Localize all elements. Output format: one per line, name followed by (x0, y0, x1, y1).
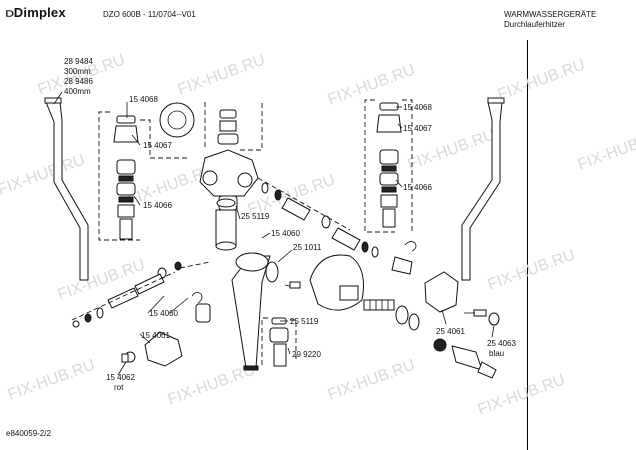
watermark: FIX-HUB.RU (326, 61, 418, 108)
wall-flange (309, 254, 497, 379)
label-blau: blau (489, 349, 504, 358)
label-rot: rot (114, 383, 124, 392)
shower-handset (231, 252, 301, 371)
part-labels: 28 9484 300mm 28 9486 400mm 15 4068 15 4… (64, 57, 516, 392)
left-handle-parts (121, 292, 211, 367)
label-154062: 15 4062 (106, 373, 135, 382)
watermark: FIX-HUB.RU (486, 246, 578, 293)
leader-lines (53, 91, 495, 376)
watermark: FIX-HUB.RU (496, 56, 588, 103)
label-255119-top: 25 5119 (241, 212, 270, 221)
watermark: FIX-HUB.RU (576, 126, 636, 173)
label-255119-low: 25 5119 (290, 317, 319, 326)
label-254061: 25 4061 (436, 327, 465, 336)
category-title: WARMWASSERGERÄTE (504, 10, 597, 19)
label-154067-right: 15 4067 (403, 124, 432, 133)
label-289486: 28 9486 (64, 77, 93, 86)
label-251011: 25 1011 (293, 243, 322, 252)
watermark-layer: FIX-HUB.RU FIX-HUB.RU FIX-HUB.RU FIX-HUB… (0, 51, 636, 418)
lower-nozzle-parts (261, 317, 297, 367)
subcategory-title: Durchlauferhitzer (504, 20, 565, 29)
watermark: FIX-HUB.RU (6, 356, 98, 403)
watermark: FIX-HUB.RU (476, 371, 568, 418)
label-154066-left: 15 4066 (143, 201, 172, 210)
watermark: FIX-HUB.RU (326, 356, 418, 403)
label-254063: 25 4063 (487, 339, 516, 348)
label-154068-left: 15 4068 (129, 95, 158, 104)
watermark: FIX-HUB.RU (406, 126, 498, 173)
label-154066-right: 15 4066 (403, 183, 432, 192)
watermark: FIX-HUB.RU (0, 151, 87, 198)
label-154067-left: 15 4067 (143, 141, 172, 150)
label-154060-left: 15 4060 (149, 309, 178, 318)
dimplex-logo-icon: ⫐ (6, 5, 14, 20)
footer-document-id: e840059-2/2 (6, 429, 51, 438)
label-289484: 28 9484 (64, 57, 93, 66)
margin-divider (527, 40, 528, 450)
right-valve-stack (364, 99, 413, 233)
label-154068-right: 15 4068 (403, 103, 432, 112)
label-154060-mid: 15 4060 (271, 229, 300, 238)
right-handle-parts (424, 271, 500, 326)
label-154061-left: 15 4061 (141, 331, 170, 340)
left-valve-stack (98, 111, 190, 241)
escutcheon-plate (159, 102, 195, 138)
mixer-body (199, 102, 263, 211)
lower-nipple (215, 198, 237, 251)
left-riser-pipe (44, 97, 89, 281)
watermark: FIX-HUB.RU (176, 51, 268, 98)
left-spindle-assembly (71, 261, 211, 328)
label-400mm: 400mm (64, 87, 91, 96)
diagonal-spindle-assembly (257, 177, 417, 275)
label-299220: 29 9220 (292, 350, 321, 359)
right-riser-pipe (461, 97, 505, 281)
brand-name: Dimplex (13, 5, 66, 20)
label-300mm: 300mm (64, 67, 91, 76)
brand-logo: ⫐Dimplex (6, 5, 66, 21)
document-code: DZO 600B - 11/0704--V01 (103, 10, 196, 19)
